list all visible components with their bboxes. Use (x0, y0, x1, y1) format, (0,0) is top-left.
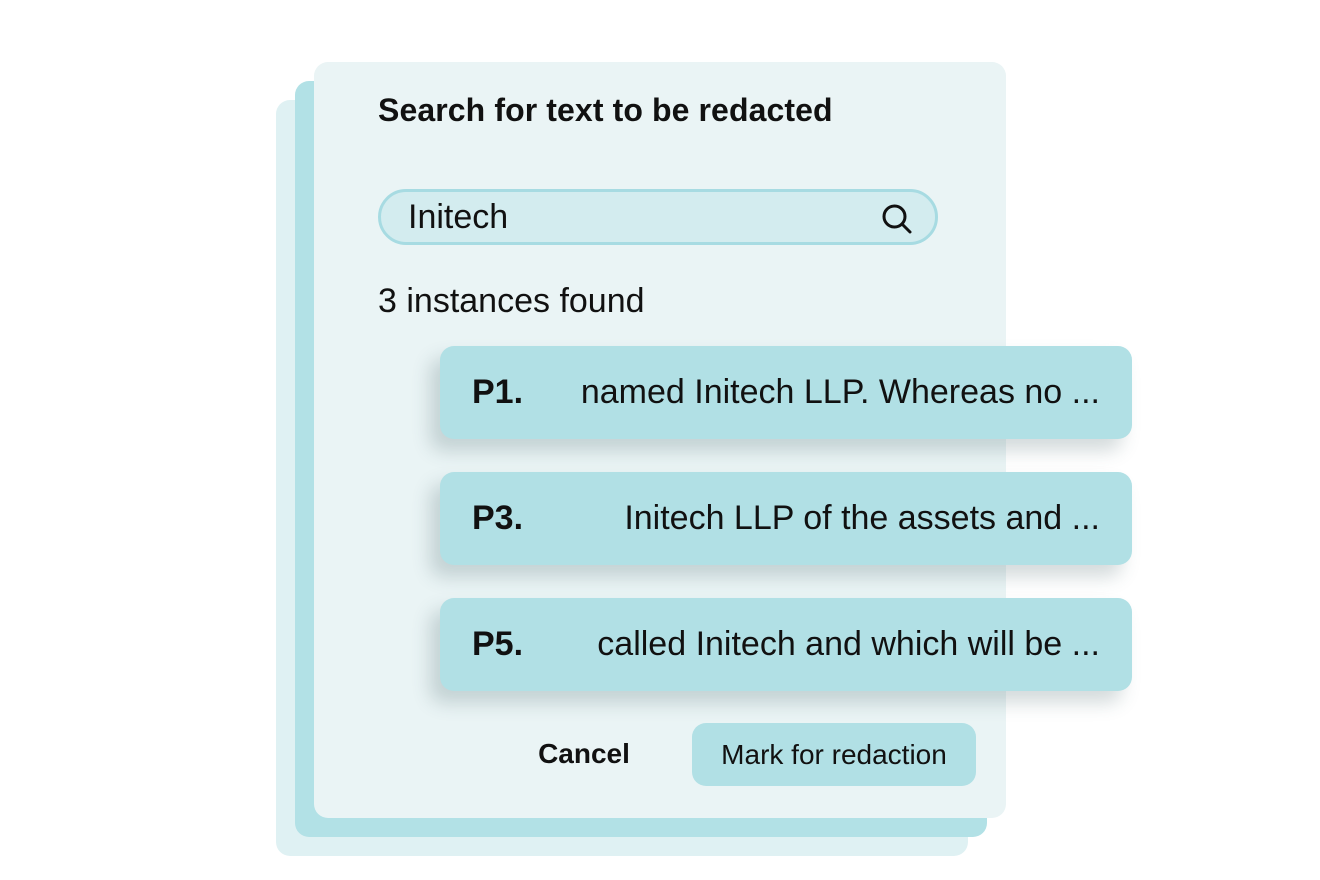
result-page-label: P5. (472, 625, 524, 663)
mark-for-redaction-button[interactable]: Mark for redaction (692, 723, 976, 786)
redaction-search-dialog: Search for text to be redacted 3 instanc… (314, 62, 1006, 818)
dialog-title: Search for text to be redacted (378, 92, 833, 128)
result-snippet: named Initech LLP. Whereas no ... (580, 373, 1100, 411)
result-snippet: Initech LLP of the assets and ... (624, 499, 1100, 537)
result-count: 3 instances found (378, 282, 645, 320)
search-icon[interactable] (881, 203, 913, 235)
result-item[interactable]: P5. called Initech and which will be ... (440, 598, 1132, 691)
result-item[interactable]: P1. named Initech LLP. Whereas no ... (440, 346, 1132, 439)
search-box[interactable] (378, 189, 938, 245)
cancel-button[interactable]: Cancel (522, 723, 646, 785)
result-snippet: called Initech and which will be ... (597, 625, 1100, 663)
search-results-list: P1. named Initech LLP. Whereas no ... P3… (440, 346, 1132, 724)
result-item[interactable]: P3. Initech LLP of the assets and ... (440, 472, 1132, 565)
result-page-label: P1. (472, 373, 524, 411)
result-page-label: P3. (472, 499, 524, 537)
search-input[interactable] (408, 192, 868, 242)
